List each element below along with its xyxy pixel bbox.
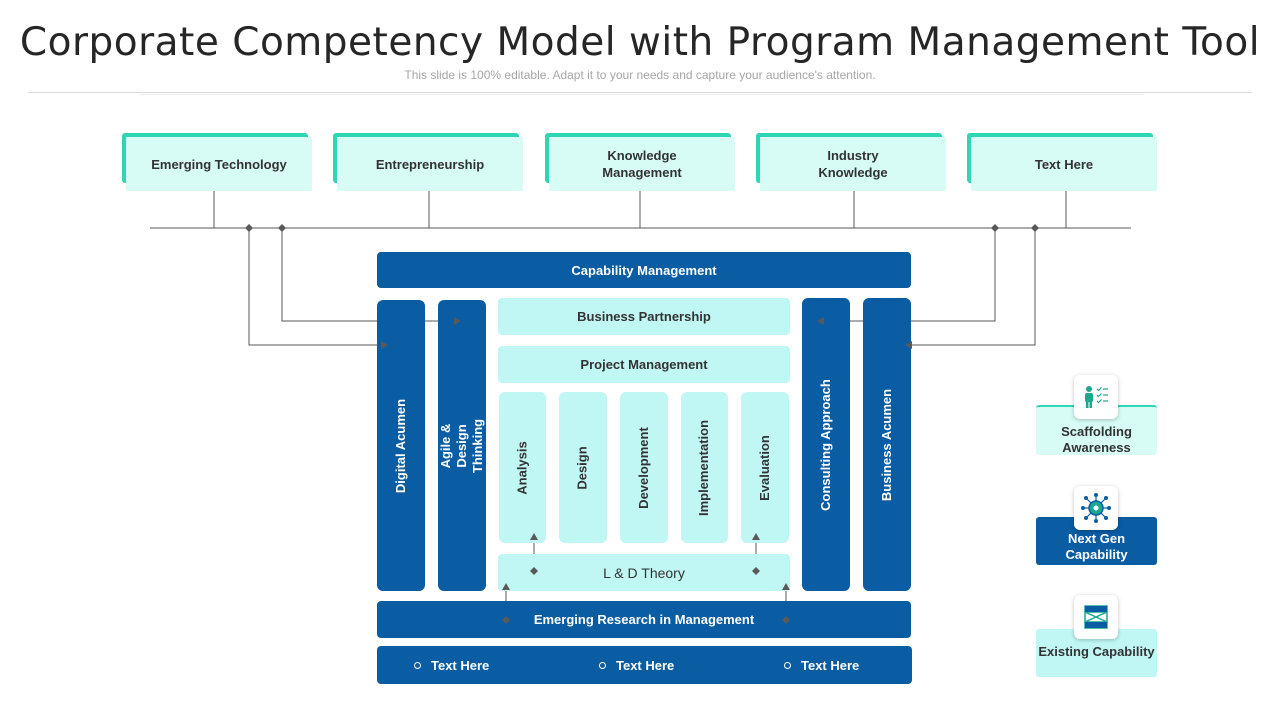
person-checklist-icon	[1074, 375, 1118, 419]
bottom-bullet: Text Here	[599, 658, 674, 673]
column-agile-design-thinking: Agile & Design Thinking	[438, 300, 486, 591]
emerging-research-bar: Emerging Research in Management	[377, 601, 911, 638]
divider-secondary	[140, 94, 1144, 95]
legend-existing-capability: Existing Capability	[1036, 595, 1157, 677]
phase-implementation: Implementation	[681, 392, 728, 543]
top-box-label: Knowledge Management	[549, 137, 735, 191]
top-box-emerging-technology: Emerging Technology	[122, 133, 312, 191]
bullet-text: Text Here	[801, 658, 860, 673]
top-box-industry-knowledge: Industry Knowledge	[756, 133, 946, 191]
top-box-text-here: Text Here	[967, 133, 1157, 191]
phase-analysis: Analysis	[499, 392, 546, 543]
bullet-text: Text Here	[431, 658, 490, 673]
page-title: Corporate Competency Model with Program …	[19, 20, 1261, 65]
top-box-label: Entrepreneurship	[337, 137, 523, 191]
business-partnership-row: Business Partnership	[498, 298, 790, 335]
top-box-label: Industry Knowledge	[760, 137, 946, 191]
phase-design: Design	[559, 392, 607, 543]
top-box-label: Emerging Technology	[126, 137, 312, 191]
legend-next-gen-capability: Next Gen Capability	[1036, 486, 1157, 566]
phase-development: Development	[620, 392, 668, 543]
top-box-label: Text Here	[971, 137, 1157, 191]
scaffold-frame-icon	[1074, 595, 1118, 639]
phase-evaluation: Evaluation	[741, 392, 789, 543]
ld-theory-row: L & D Theory	[498, 554, 790, 591]
project-management-row: Project Management	[498, 346, 790, 383]
page-subtitle: This slide is 100% editable. Adapt it to…	[404, 68, 876, 82]
column-consulting-approach: Consulting Approach	[802, 298, 850, 591]
column-digital-acumen: Digital Acumen	[377, 300, 425, 591]
top-box-knowledge-management: Knowledge Management	[545, 133, 735, 191]
column-business-acumen: Business Acumen	[863, 298, 911, 591]
legend-label: Next Gen Capability	[1065, 531, 1128, 562]
bottom-bullet: Text Here	[414, 658, 489, 673]
top-box-entrepreneurship: Entrepreneurship	[333, 133, 523, 191]
capability-management-bar: Capability Management	[377, 252, 911, 288]
bottom-bullet: Text Here	[784, 658, 859, 673]
bullet-text: Text Here	[616, 658, 675, 673]
divider	[28, 92, 1252, 93]
legend-scaffolding-awareness: Scaffolding Awareness	[1036, 375, 1157, 455]
legend-label: Existing Capability	[1038, 644, 1155, 659]
legend-label: Scaffolding Awareness	[1061, 424, 1132, 455]
bottom-bar	[377, 646, 912, 684]
network-gear-icon	[1074, 486, 1118, 530]
